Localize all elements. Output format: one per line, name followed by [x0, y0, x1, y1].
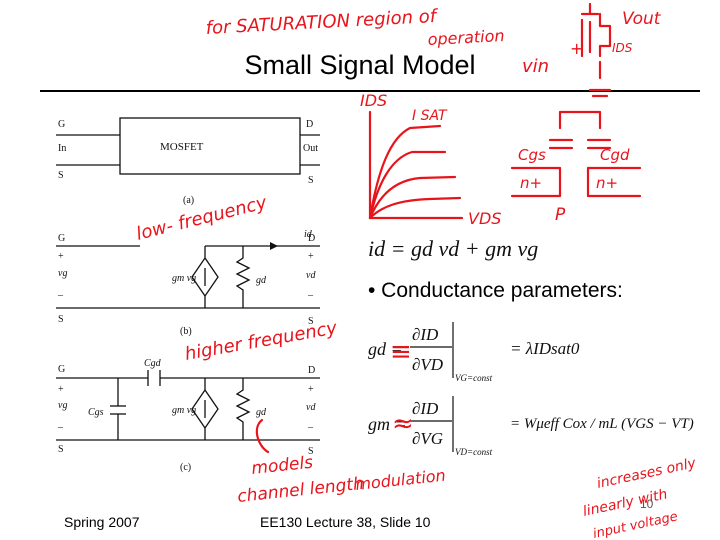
- annot-eq-mark-1: ≡: [390, 337, 412, 367]
- annot-increases: increases only: [596, 455, 698, 492]
- annot-modulation: modulation: [354, 466, 446, 494]
- annot-low-frequency: low- frequency: [134, 192, 269, 245]
- annot-ids-top: IDS: [612, 41, 633, 55]
- annot-vout: Vout: [622, 9, 662, 29]
- annot-plus: +: [570, 39, 583, 58]
- mosfet-box: [119, 117, 301, 175]
- label-cgs: Cgs: [88, 407, 104, 418]
- label-s: S: [58, 314, 64, 325]
- label-gm: gm vg: [172, 273, 196, 284]
- annot-p: P: [555, 205, 566, 225]
- id-equation: id = gd vd + gm vg: [368, 236, 538, 261]
- label-minus2: –: [307, 422, 314, 433]
- label-gm: gm vg: [172, 405, 196, 416]
- label-cgd: Cgd: [144, 358, 162, 369]
- label-d: D: [308, 233, 315, 244]
- gm-sub: VD=const: [455, 447, 493, 457]
- annot-saturation: for SATURATION region of: [205, 6, 439, 39]
- annot-channel-length: channel length: [236, 474, 364, 507]
- annotations: for SATURATION region of operation Vout …: [134, 2, 698, 540]
- label-minus: –: [57, 290, 64, 301]
- label-plus2: +: [308, 251, 314, 262]
- annot-higher-frequency: higher frequency: [183, 317, 339, 365]
- gm-lhs: gm =: [368, 414, 407, 434]
- annot-eq-mark-2: ≈: [392, 409, 414, 439]
- label-minus2: –: [307, 290, 314, 301]
- mosfet-label: MOSFET: [160, 141, 204, 153]
- equations: id = gd vd + gm vg gd = ∂ID ∂VD VG=const…: [368, 236, 694, 457]
- circuit-b: G + vg – S gm vg gd id D + vd – S (b): [56, 229, 320, 337]
- gm-rhs: = Wμeff Cox / mL (VGS − VT): [510, 416, 694, 432]
- annot-vds: VDS: [468, 209, 501, 228]
- caption-b: (b): [180, 326, 192, 337]
- label-minus: –: [57, 422, 64, 433]
- gd-rhs: = λIDsat0: [510, 339, 580, 358]
- annot-operation: operation: [427, 26, 505, 49]
- annot-ids-axis: IDS: [360, 91, 387, 110]
- circuit-c: G + vg – S Cgd Cgs gm vg gd D + vd – S (…: [56, 358, 320, 473]
- gm-frac-den: ∂VG: [412, 429, 443, 448]
- footer-lecture: EE130 Lecture 38, Slide 10: [260, 514, 431, 530]
- title-underline: [40, 90, 700, 92]
- annot-cgs: Cgs: [518, 146, 546, 164]
- slide-title: Small Signal Model: [244, 50, 476, 80]
- circuit-a: G In S MOSFET D Out S (a): [56, 117, 320, 206]
- label-g: G: [58, 119, 65, 130]
- label-g: G: [58, 233, 65, 244]
- gd-frac-den: ∂VD: [412, 355, 444, 374]
- label-plus: +: [58, 251, 64, 262]
- gm-frac-num: ∂ID: [412, 399, 439, 418]
- label-s2: S: [308, 446, 314, 457]
- label-out: Out: [303, 143, 318, 154]
- gd-frac-num: ∂ID: [412, 325, 439, 344]
- caption-a: (a): [183, 195, 194, 206]
- annot-nplus1: n+: [520, 174, 542, 192]
- label-s2: S: [308, 175, 314, 186]
- footer-date: Spring 2007: [64, 514, 140, 530]
- label-g: G: [58, 364, 65, 375]
- label-vg: vg: [58, 268, 67, 279]
- label-d: D: [306, 119, 313, 130]
- annot-isat: I SAT: [412, 108, 448, 124]
- label-gd: gd: [256, 275, 267, 286]
- label-gd: gd: [256, 407, 267, 418]
- label-plus2: +: [308, 384, 314, 395]
- label-d: D: [308, 365, 315, 376]
- gd-sub: VG=const: [455, 373, 493, 383]
- annot-cgd: Cgd: [600, 146, 630, 164]
- annot-vin: vin: [522, 56, 549, 77]
- label-vg: vg: [58, 400, 67, 411]
- label-s: S: [58, 170, 64, 181]
- label-plus: +: [58, 384, 64, 395]
- annot-nplus2: n+: [596, 174, 618, 192]
- label-s: S: [58, 444, 64, 455]
- gd-lhs: gd =: [368, 339, 403, 359]
- label-vd: vd: [306, 402, 316, 413]
- label-vd: vd: [306, 270, 316, 281]
- caption-c: (c): [180, 462, 191, 473]
- label-in: In: [58, 143, 66, 154]
- slide-number: 10: [640, 497, 654, 511]
- bullet-conductance-parameters: • Conductance parameters:: [368, 279, 623, 302]
- label-id: id: [304, 229, 313, 240]
- label-s2: S: [308, 316, 314, 327]
- annot-models: models: [250, 453, 314, 479]
